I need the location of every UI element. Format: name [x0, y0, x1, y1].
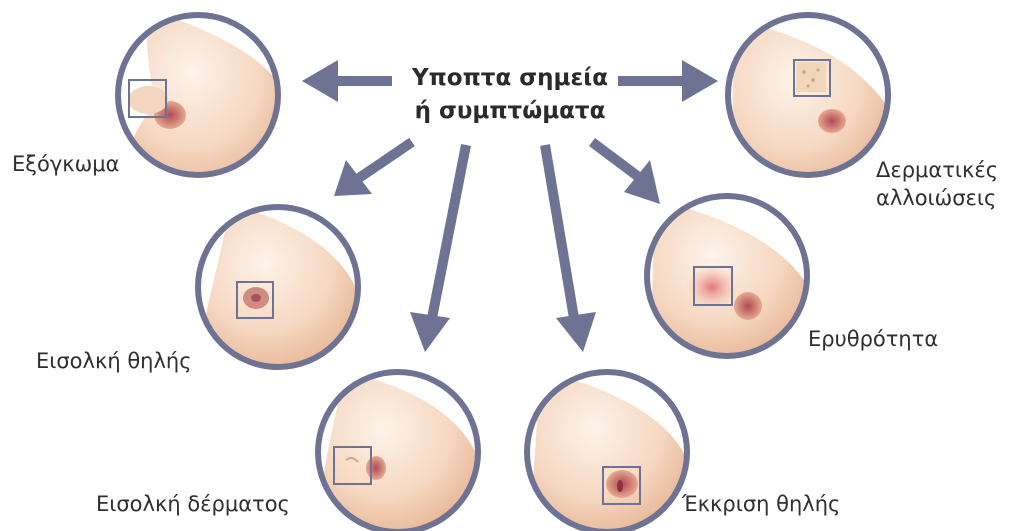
label-skin-retraction: Εισολκή δέρματος: [96, 490, 290, 518]
image-redness: [640, 190, 820, 370]
arrow-line-skin-retraction: [432, 145, 466, 318]
image-nipple-retraction: [190, 200, 370, 380]
arrow-to-lump: [302, 60, 392, 102]
image-nipple-discharge: [520, 365, 700, 531]
label-skin-changes: Δερματικές αλλοιώσεις: [876, 156, 998, 212]
label-skin-changes-line-2: αλλοιώσεις: [876, 184, 998, 212]
label-redness: Ερυθρότητα: [808, 325, 938, 353]
title-line-2: ή συμπτώματα: [380, 95, 640, 128]
image-skin-changes: [720, 10, 900, 190]
arrow-line-redness: [592, 142, 640, 178]
title-line-1: Υποπτα σημεία: [380, 62, 640, 95]
diagram-title: Υποπτα σημεία ή συμπτώματα: [380, 62, 640, 128]
label-skin-changes-line-1: Δερματικές: [876, 156, 998, 184]
arrowhead-discharge: [556, 312, 596, 352]
label-nipple-discharge: Έκκριση θηλής: [682, 490, 840, 518]
label-lump: Εξόγκωμα: [12, 150, 119, 178]
arrows-diagonal: [356, 142, 640, 318]
image-lump: [110, 10, 290, 190]
arrow-line-discharge: [545, 145, 574, 318]
arrow-line-nipple-retraction: [356, 142, 412, 180]
label-nipple-retraction: Εισολκή θηλής: [36, 347, 192, 375]
image-skin-retraction: [310, 365, 490, 531]
arrowhead-skin-retraction: [410, 312, 450, 352]
